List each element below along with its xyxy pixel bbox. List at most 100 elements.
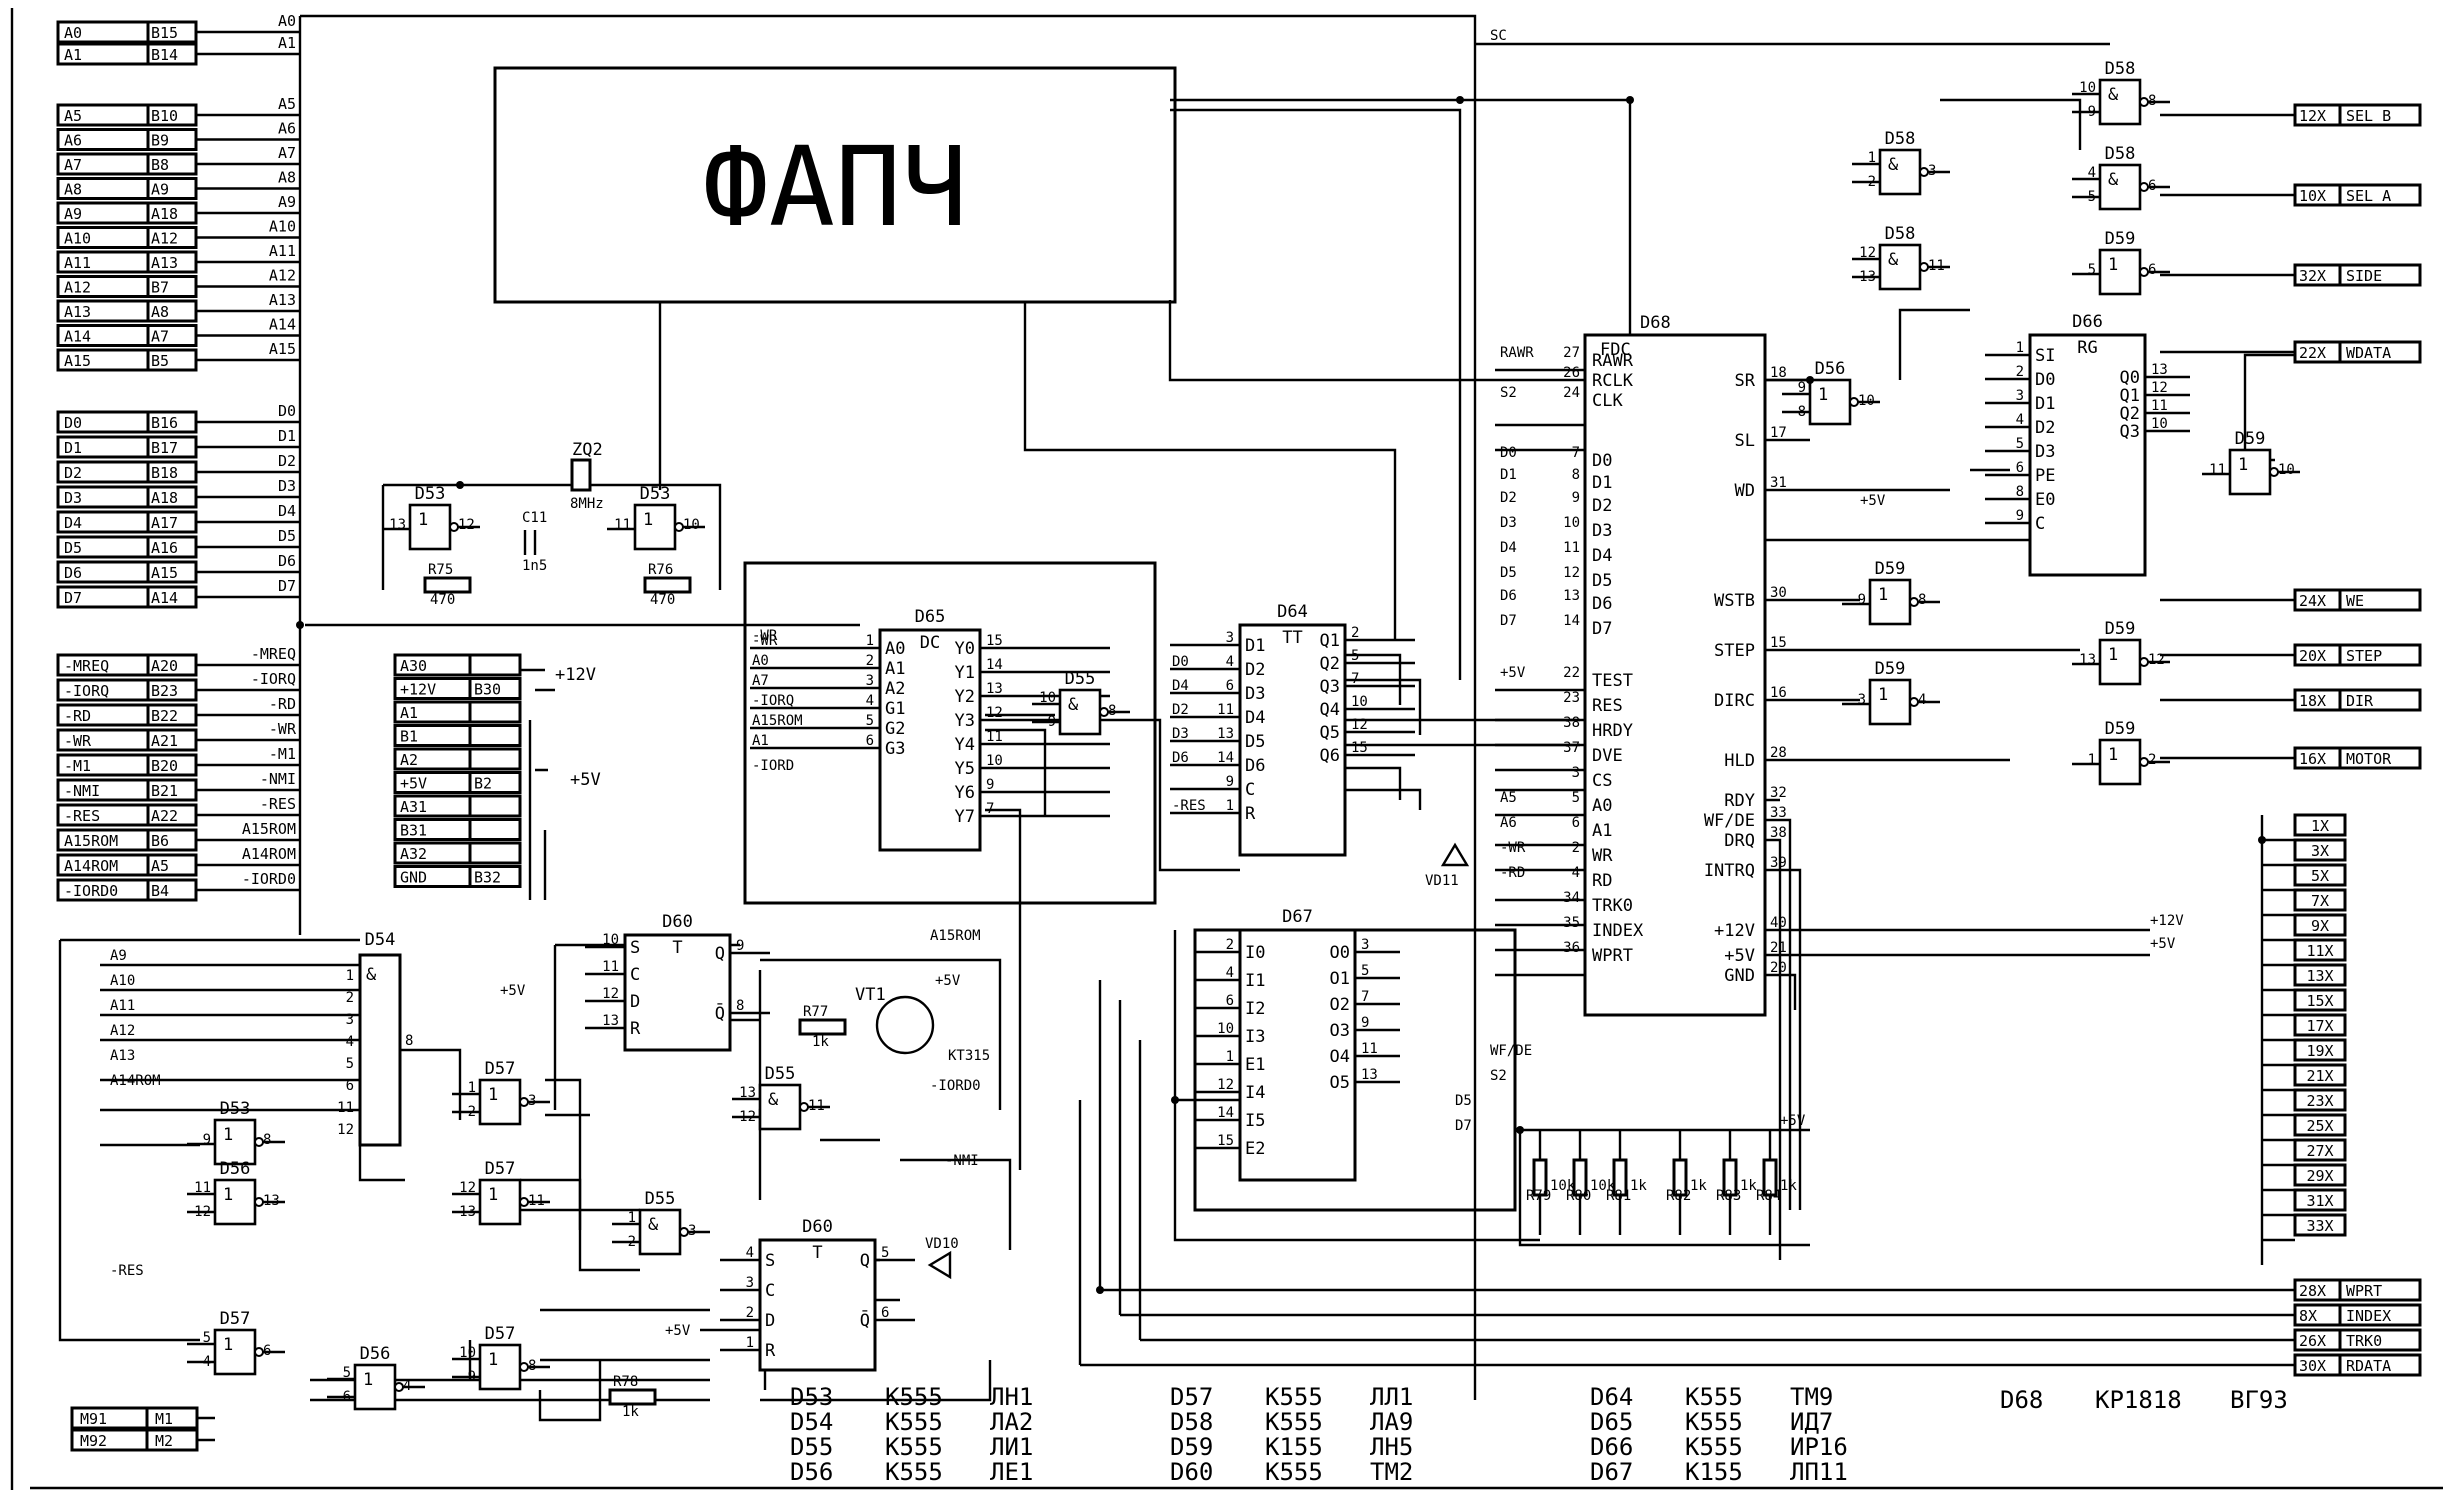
gnd-pin-row: 23X	[2293, 1088, 2347, 1112]
pin-number: 10	[459, 1345, 476, 1361]
connector-pin: B5	[151, 352, 169, 370]
resistor-pack-element	[1612, 1158, 1628, 1197]
gate-designator: D56	[220, 1159, 251, 1179]
pin-name: WPRT	[1592, 946, 1633, 966]
pin-number: 10	[1039, 690, 1056, 706]
gate-body	[638, 1208, 682, 1256]
power-signal: GND	[400, 869, 427, 887]
bus-net-label: -IORD0	[242, 870, 296, 888]
inversion-bubble	[254, 1197, 264, 1207]
resistor-designator: R77	[803, 1004, 828, 1020]
connector-pin: A18	[151, 489, 178, 507]
net-plus5-left: +5V	[570, 770, 601, 790]
pin-number: 11	[2151, 398, 2168, 414]
connector-signal: A11	[64, 254, 91, 272]
connector-signal: A5	[64, 107, 82, 125]
pin-name: SL	[1735, 431, 1755, 451]
capacitor-designator: C11	[522, 510, 547, 526]
gate-symbol: 1	[643, 510, 653, 530]
net-plus12-left: +12V	[555, 665, 596, 685]
gate-body	[2098, 638, 2142, 686]
legend-designator: D68	[2000, 1386, 2043, 1414]
pin-name: D	[765, 1311, 775, 1331]
inversion-bubble	[519, 1197, 529, 1207]
inversion-bubble	[1849, 397, 1859, 407]
inversion-bubble	[2139, 757, 2149, 767]
gate-body	[1808, 378, 1852, 426]
gate-symbol: 1	[488, 1185, 498, 1205]
resistor-r75	[423, 576, 472, 594]
gnd-pin-row: 21X	[2293, 1063, 2347, 1087]
gnd-pin-cell	[2293, 813, 2347, 837]
pin-number: 35	[1563, 915, 1580, 931]
inversion-bubble	[2139, 97, 2149, 107]
pin-name: I1	[1245, 971, 1265, 991]
net-nmi: -NMI	[945, 1153, 979, 1169]
pin-net: D6	[1500, 588, 1517, 604]
pin-name: O4	[1330, 1047, 1350, 1067]
legend-type: ТМ9	[1790, 1383, 1833, 1411]
bus-net-label: D5	[278, 527, 296, 545]
pin-name: Y5	[955, 759, 975, 779]
chip-type: T	[812, 1243, 822, 1263]
connector-pin: B16	[151, 414, 178, 432]
power-connector-row: B1	[393, 724, 522, 747]
conn-signal: WDATA	[2346, 344, 2391, 362]
pin-name: +5V	[1724, 946, 1755, 966]
pin-name: R	[1245, 804, 1256, 824]
pin-number: 5	[1572, 790, 1580, 806]
bus-net-label: A12	[269, 267, 296, 285]
pin-number: 6	[1226, 993, 1234, 1009]
gate-symbol: 1	[223, 1335, 233, 1355]
connector-signal: A0	[64, 24, 82, 42]
pin-name: HRDY	[1592, 721, 1633, 741]
gnd-pin-row: 1X	[2293, 813, 2347, 837]
chip-designator: D64	[1277, 602, 1308, 622]
pin-net: S2	[1500, 385, 1517, 401]
bus-net-label: A15ROM	[242, 820, 296, 838]
resistor-value: 1k	[1740, 1178, 1757, 1194]
pin-number: 10	[2079, 80, 2096, 96]
gate-symbol: &	[648, 1215, 659, 1235]
pin-name: A1	[1592, 821, 1612, 841]
pin-name: WR	[1592, 846, 1613, 866]
pin-number: 2	[2016, 364, 2024, 380]
pin-name: A0	[1592, 796, 1612, 816]
legend-designator: D56	[790, 1458, 833, 1486]
gate-body	[1868, 678, 1912, 726]
pin-number: 5	[1351, 648, 1359, 664]
pin-net: -WR	[752, 633, 778, 649]
gnd-pin-label: 5X	[2311, 867, 2329, 885]
gate-body	[213, 1328, 257, 1376]
pin-number: 15	[986, 633, 1003, 649]
bus-net-label: -NMI	[260, 770, 296, 788]
fapch-title: ФАПЧ	[703, 123, 968, 251]
gnd-pin-label: 21X	[2306, 1067, 2333, 1085]
fapch-box	[493, 66, 1177, 304]
inversion-bubble	[1909, 597, 1919, 607]
gnd-pin-label: 3X	[2311, 842, 2329, 860]
gate-designator: D55	[765, 1064, 796, 1084]
bus-net-label: A10	[269, 218, 296, 236]
pin-number: 26	[1563, 365, 1580, 381]
pin-net: D0	[1500, 445, 1517, 461]
pin-number: 4	[2088, 165, 2096, 181]
pin-number: 11	[2209, 462, 2226, 478]
